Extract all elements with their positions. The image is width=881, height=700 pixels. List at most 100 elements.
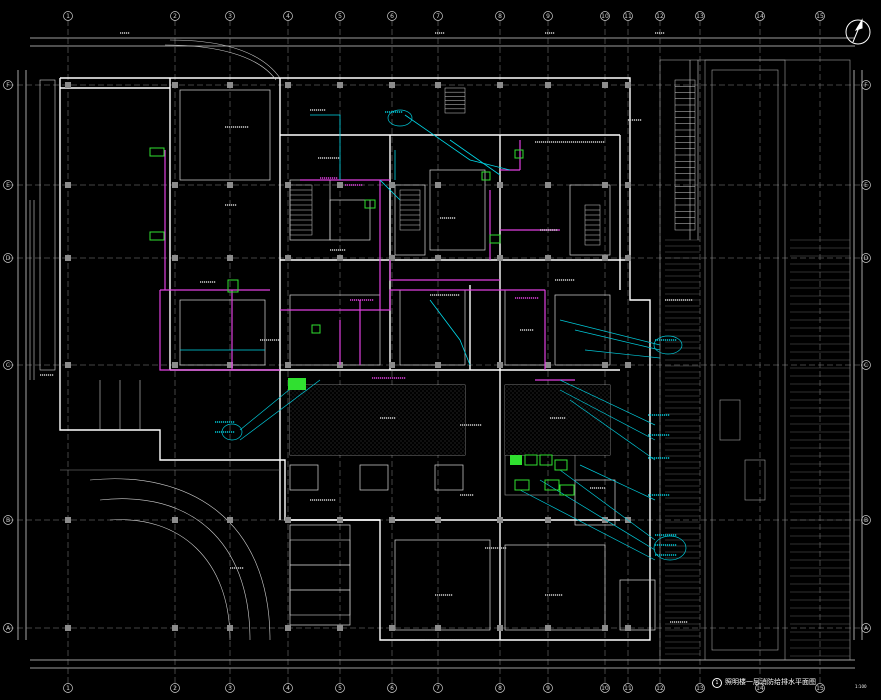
axis-label-top: 9	[546, 13, 550, 20]
axis-bubble-bottom	[433, 683, 443, 693]
column	[172, 82, 178, 88]
axis-label-right: E	[864, 182, 868, 189]
hatched-areas	[290, 385, 610, 455]
axis-label-right: F	[864, 82, 868, 89]
axis-label-top: 2	[173, 13, 177, 20]
column	[435, 255, 441, 261]
column	[285, 82, 291, 88]
fire-water-pipes	[159, 140, 575, 381]
column	[602, 625, 608, 631]
column	[389, 362, 395, 368]
column	[65, 625, 71, 631]
axis-bubble-top	[225, 11, 235, 21]
column	[172, 517, 178, 523]
stairs	[289, 79, 696, 246]
axis-label-bottom: 8	[498, 685, 502, 692]
axis-label-bottom: 11	[624, 685, 632, 692]
axis-label-bottom: 4	[286, 685, 290, 692]
axis-bubble-top	[283, 11, 293, 21]
outdoor-area	[29, 39, 351, 641]
axis-label-top: 12	[656, 13, 664, 20]
column	[337, 255, 343, 261]
column	[337, 182, 343, 188]
axis-bubble-bottom	[283, 683, 293, 693]
axis-bubble-right	[861, 80, 871, 90]
axis-label-right: B	[864, 517, 868, 524]
column	[65, 82, 71, 88]
column	[172, 625, 178, 631]
column	[602, 182, 608, 188]
drainage-pipes	[180, 114, 511, 366]
column	[545, 625, 551, 631]
axis-bubble-bottom	[755, 683, 765, 693]
axis-bubble-top	[755, 11, 765, 21]
axis-bubble-top	[695, 11, 705, 21]
column	[435, 82, 441, 88]
equipment	[149, 147, 575, 496]
axis-bubble-left	[3, 180, 13, 190]
axis-label-right: A	[864, 625, 869, 632]
column	[285, 255, 291, 261]
axis-bubble-top	[600, 11, 610, 21]
column	[497, 255, 503, 261]
axis-label-top: 3	[228, 13, 232, 20]
axis-bubble-top	[623, 11, 633, 21]
column	[65, 517, 71, 523]
column	[172, 362, 178, 368]
axis-label-bottom: 2	[173, 685, 177, 692]
axis-label-left: E	[6, 182, 10, 189]
axis-label-left: D	[6, 255, 11, 262]
structural-columns	[65, 82, 631, 631]
landscape-grid	[665, 239, 850, 657]
axis-label-top: 4	[286, 13, 290, 20]
column	[625, 362, 631, 368]
column	[227, 517, 233, 523]
axis-label-top: 8	[498, 13, 502, 20]
column	[285, 517, 291, 523]
column	[227, 625, 233, 631]
column	[285, 362, 291, 368]
axis-label-top: 15	[816, 13, 824, 20]
axis-label-top: 6	[390, 13, 394, 20]
right-landscape	[659, 59, 851, 661]
axis-label-bottom: 14	[756, 685, 764, 692]
column	[602, 82, 608, 88]
axis-label-top: 1	[66, 13, 70, 20]
column	[389, 625, 395, 631]
axis-label-left: B	[6, 517, 10, 524]
axis-bubble-bottom	[655, 683, 665, 693]
axis-bubble-right	[861, 180, 871, 190]
axis-bubble-bottom	[335, 683, 345, 693]
axis-label-bottom: 6	[390, 685, 394, 692]
axis-bubble-bottom	[600, 683, 610, 693]
column	[625, 82, 631, 88]
column	[435, 182, 441, 188]
axis-bubble-left	[3, 515, 13, 525]
column	[545, 362, 551, 368]
column	[625, 182, 631, 188]
axis-label-top: 11	[624, 13, 632, 20]
axis-bubble-right	[861, 253, 871, 263]
axis-label-top: 14	[756, 13, 764, 20]
column	[602, 255, 608, 261]
column	[65, 182, 71, 188]
column	[227, 82, 233, 88]
column	[625, 255, 631, 261]
column	[497, 82, 503, 88]
axis-bubble-top	[815, 11, 825, 21]
axis-label-bottom: 5	[338, 685, 342, 692]
axis-bubble-bottom	[63, 683, 73, 693]
axis-bubble-right	[861, 623, 871, 633]
axis-bubble-bottom	[543, 683, 553, 693]
scale-label: 1:100	[855, 684, 867, 689]
axis-bubble-bottom	[495, 683, 505, 693]
axis-bubble-left	[3, 360, 13, 370]
axis-bubble-left	[3, 623, 13, 633]
column	[389, 182, 395, 188]
dimension-lines	[17, 37, 863, 669]
axis-label-bottom: 12	[656, 685, 664, 692]
column	[497, 517, 503, 523]
column	[337, 82, 343, 88]
